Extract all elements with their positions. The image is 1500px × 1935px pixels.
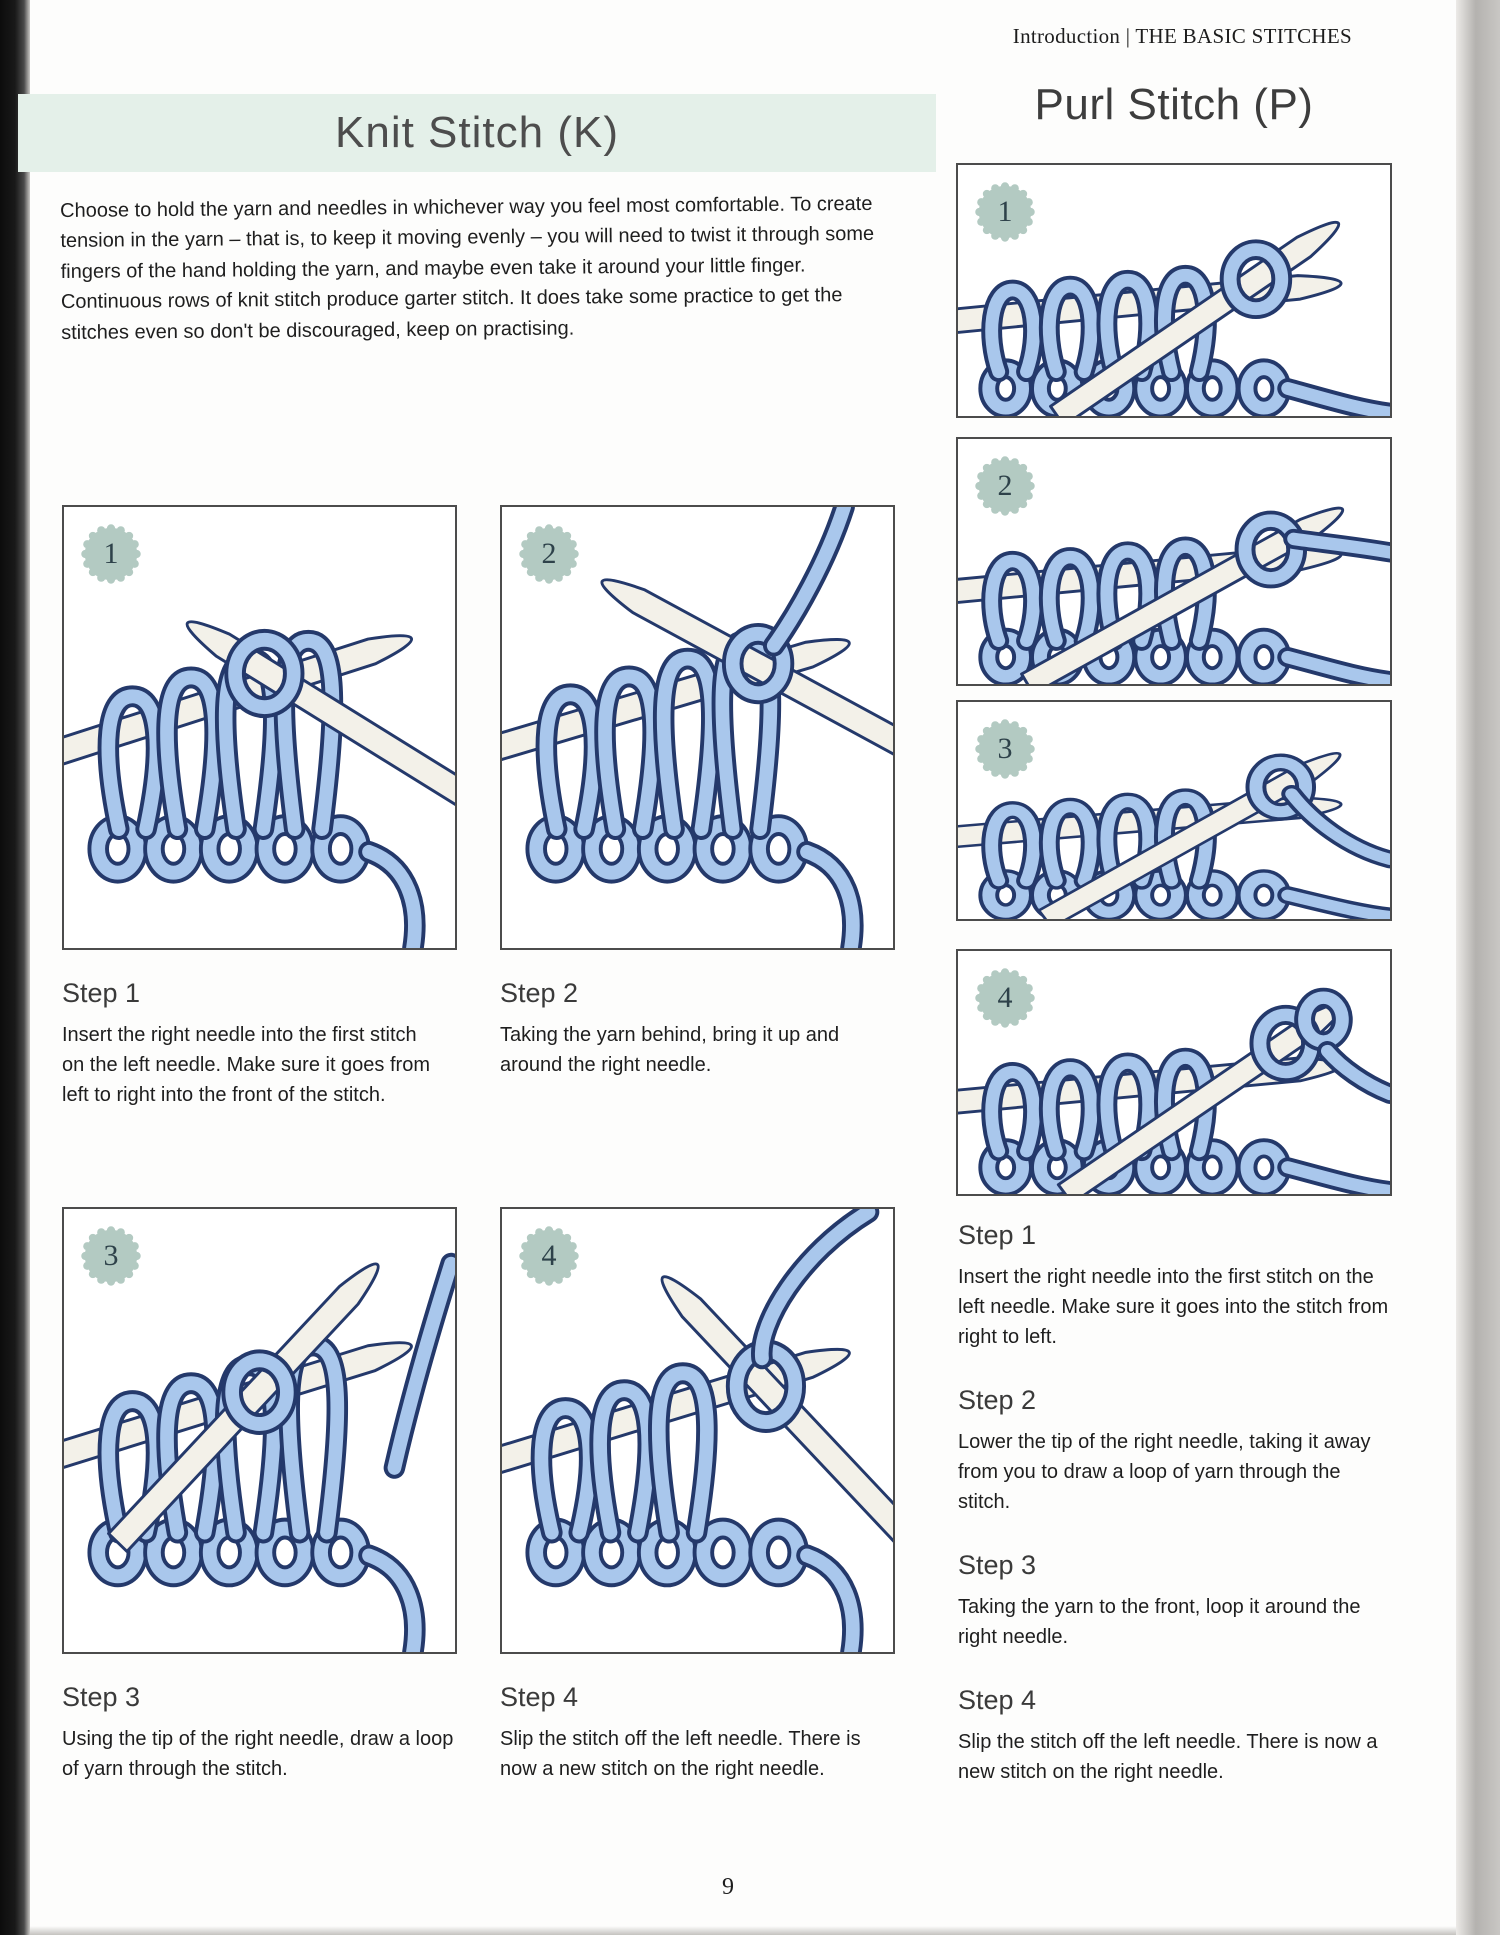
page-right-edge	[1456, 0, 1500, 1935]
step-number-badge: 4	[518, 1225, 580, 1287]
knit-step-3-illustration	[64, 1209, 455, 1652]
step-badge-number: 4	[541, 1239, 557, 1272]
purl-step-1-figure: 1	[956, 163, 1392, 418]
purl-title: Purl Stitch (P)	[1034, 80, 1314, 129]
step-text: Using the tip of the right needle, draw …	[62, 1728, 454, 1780]
step-text: Taking the yarn to the front, loop it ar…	[958, 1596, 1361, 1648]
knit-step-2-figure: 2	[500, 505, 895, 950]
step-text: Slip the stitch off the left needle. The…	[500, 1728, 861, 1780]
knit-intro-paragraph: Choose to hold the yarn and needles in w…	[60, 192, 875, 344]
purl-step-2-caption: Step 2 Lower the tip of the right needle…	[958, 1385, 1390, 1517]
purl-step-2-illustration	[958, 439, 1390, 684]
step-heading: Step 2	[958, 1385, 1037, 1415]
page-bottom-edge	[30, 1926, 1456, 1935]
knit-title-band: Knit Stitch (K)	[18, 94, 936, 172]
step-heading: Step 1	[958, 1220, 1037, 1250]
purl-steps-column: Step 1 Insert the right needle into the …	[958, 1220, 1390, 1820]
step-badge-number: 2	[997, 469, 1013, 502]
step-badge-number: 1	[997, 195, 1013, 228]
step-heading: Step 1	[62, 978, 141, 1008]
page-number: 9	[722, 1874, 734, 1900]
purl-step-1-caption: Step 1 Insert the right needle into the …	[958, 1220, 1390, 1352]
step-badge-number: 4	[997, 981, 1013, 1014]
step-badge-number: 3	[103, 1239, 119, 1272]
purl-step-3-caption: Step 3 Taking the yarn to the front, loo…	[958, 1550, 1390, 1652]
purl-step-1-illustration	[958, 165, 1390, 416]
step-heading: Step 2	[500, 978, 579, 1008]
knit-step-4-caption: Step 4 Slip the stitch off the left need…	[500, 1682, 898, 1784]
step-text: Slip the stitch off the left needle. The…	[958, 1731, 1378, 1783]
knit-step-1-caption: Step 1 Insert the right needle into the …	[62, 978, 442, 1110]
step-badge-number: 1	[103, 537, 119, 570]
purl-step-4-figure: 4	[956, 949, 1392, 1196]
step-number-badge: 1	[80, 523, 142, 585]
purl-step-4-illustration	[958, 951, 1390, 1194]
purl-step-3-illustration	[958, 702, 1390, 919]
knit-step-3-caption: Step 3 Using the tip of the right needle…	[62, 1682, 454, 1784]
knit-step-1-illustration	[64, 507, 455, 948]
step-badge-number: 2	[541, 537, 557, 570]
book-binding-edge	[0, 0, 30, 1935]
step-heading: Step 4	[500, 1682, 579, 1712]
knit-step-2-caption: Step 2 Taking the yarn behind, bring it …	[500, 978, 892, 1080]
step-number-badge: 4	[974, 967, 1036, 1029]
knit-step-4-illustration	[502, 1209, 893, 1652]
knit-title: Knit Stitch (K)	[335, 108, 619, 157]
purl-step-3-figure: 3	[956, 700, 1392, 921]
step-text: Insert the right needle into the first s…	[62, 1024, 430, 1106]
purl-step-2-figure: 2	[956, 437, 1392, 686]
step-heading: Step 3	[958, 1550, 1037, 1580]
step-text: Taking the yarn behind, bring it up and …	[500, 1024, 840, 1076]
step-text: Insert the right needle into the first s…	[958, 1266, 1389, 1348]
step-number-badge: 2	[974, 455, 1036, 517]
purl-step-4-caption: Step 4 Slip the stitch off the left need…	[958, 1685, 1390, 1787]
step-badge-number: 3	[997, 732, 1013, 765]
knit-step-3-figure: 3	[62, 1207, 457, 1654]
step-number-badge: 1	[974, 181, 1036, 243]
step-number-badge: 3	[974, 718, 1036, 780]
step-number-badge: 2	[518, 523, 580, 585]
running-header-text: Introduction | THE BASIC STITCHES	[1012, 24, 1352, 48]
step-number-badge: 3	[80, 1225, 142, 1287]
knit-step-1-figure: 1	[62, 505, 457, 950]
knit-step-4-figure: 4	[500, 1207, 895, 1654]
step-heading: Step 3	[62, 1682, 141, 1712]
step-text: Lower the tip of the right needle, takin…	[958, 1431, 1371, 1513]
step-heading: Step 4	[958, 1685, 1037, 1715]
knit-step-2-illustration	[502, 507, 893, 948]
running-header: Introduction | THE BASIC STITCHES	[1013, 24, 1352, 49]
